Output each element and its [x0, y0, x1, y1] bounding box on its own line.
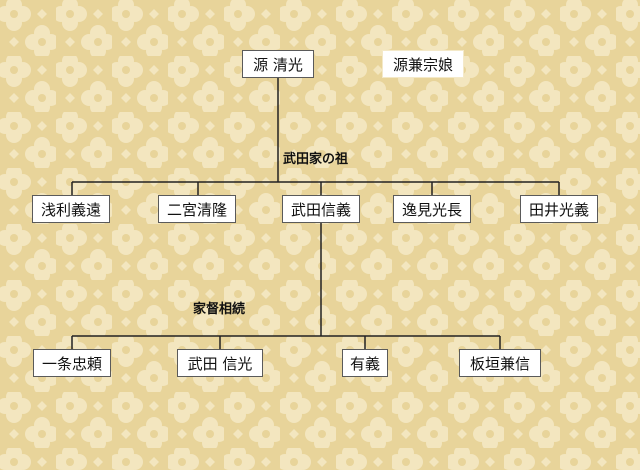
node-kiyomitsu: 源 清光 — [242, 50, 314, 78]
node-takeda-nobuyoshi: 武田信義 — [282, 195, 360, 223]
node-takeda-nobumitsu: 武田 信光 — [177, 349, 263, 377]
label-takeda-founder: 武田家の祖 — [283, 152, 349, 167]
node-ichijo-tadayori: 一条忠頼 — [33, 349, 111, 377]
label-succession: 家督相続 — [193, 302, 246, 317]
node-henmi-mitsunaga: 逸見光長 — [393, 195, 471, 223]
node-kanemune-daughter: 源兼宗娘 — [382, 50, 464, 78]
node-ninomiya-kiyotaka: 二宮清隆 — [158, 195, 236, 223]
node-ariyoshi: 有義 — [342, 349, 388, 377]
node-itagaki-kanenobu: 板垣兼信 — [459, 349, 541, 377]
node-asari-yoshito: 浅利義遠 — [32, 195, 110, 223]
node-tai-mitsuyoshi: 田井光義 — [520, 195, 598, 223]
